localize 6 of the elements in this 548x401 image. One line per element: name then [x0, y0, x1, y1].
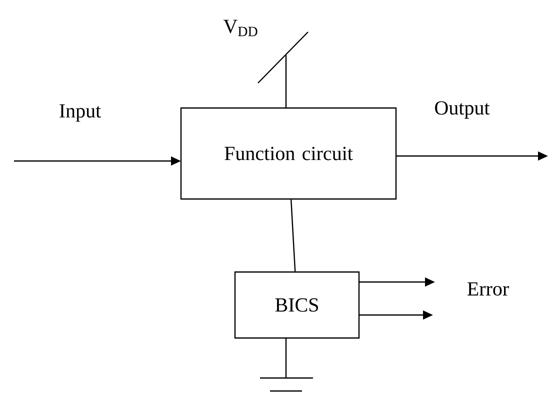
edge-label: Output — [435, 101, 490, 119]
edge-label: Input — [60, 104, 101, 122]
block-box: BICS — [234, 271, 360, 339]
supply-label: V$_{DD}$ — [223, 20, 258, 36]
block-box: Function circuit — [180, 107, 397, 200]
edge-label: Error — [468, 282, 509, 296]
